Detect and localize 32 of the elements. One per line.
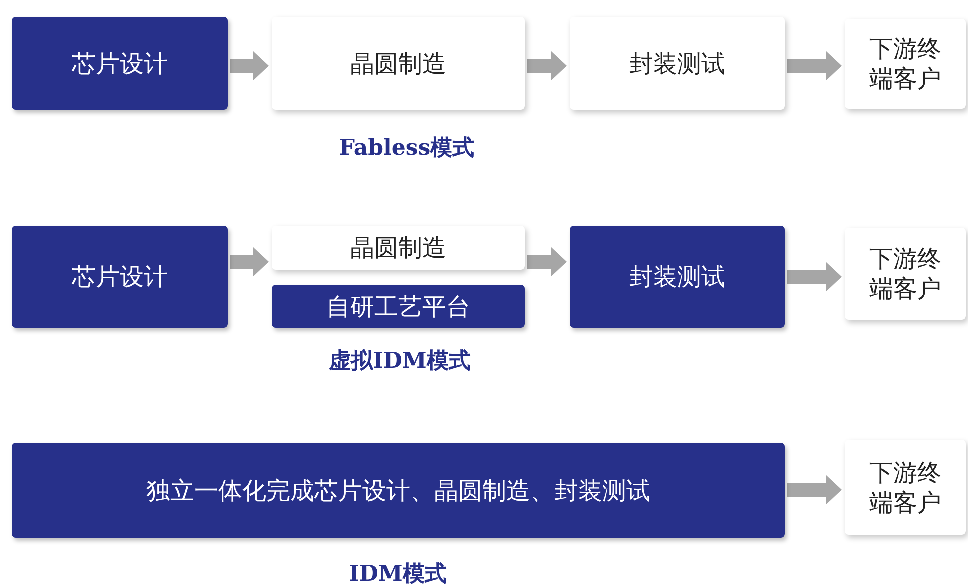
arrow [230, 51, 269, 81]
box-label: 封装测试 [630, 48, 726, 78]
box-label: 芯片设计 [72, 262, 168, 292]
process-box [570, 226, 785, 328]
box-label: 独立一体化完成芯片设计、晶圆制造、封装测试 [146, 476, 650, 506]
mode-caption: IDM模式 [349, 560, 447, 585]
arrow [527, 51, 567, 81]
box-label: 晶圆制造 [350, 233, 446, 263]
process-box [570, 17, 785, 110]
box-label: 下游终端客户 [868, 244, 942, 304]
mode-caption: Fabless模式 [339, 134, 475, 163]
arrow [787, 475, 842, 505]
process-box [845, 19, 966, 109]
box-label: 封装测试 [630, 262, 726, 292]
process-box [12, 226, 228, 328]
box-label: 芯片设计 [72, 48, 168, 78]
arrow [527, 247, 567, 277]
box-label: 下游终端客户 [868, 34, 942, 94]
process-box [12, 17, 228, 110]
box-label: 下游终端客户 [868, 458, 942, 518]
box-label: 晶圆制造 [350, 48, 446, 78]
process-box [845, 440, 966, 535]
arrow [787, 262, 842, 292]
arrow [787, 51, 842, 81]
process-box [272, 226, 525, 270]
process-box [272, 17, 525, 110]
process-box [272, 285, 525, 328]
process-box [845, 228, 966, 320]
mode-caption: 虚拟IDM模式 [329, 347, 471, 376]
box-label: 自研工艺平台 [326, 292, 470, 322]
process-box [12, 443, 785, 538]
arrow [230, 247, 269, 277]
